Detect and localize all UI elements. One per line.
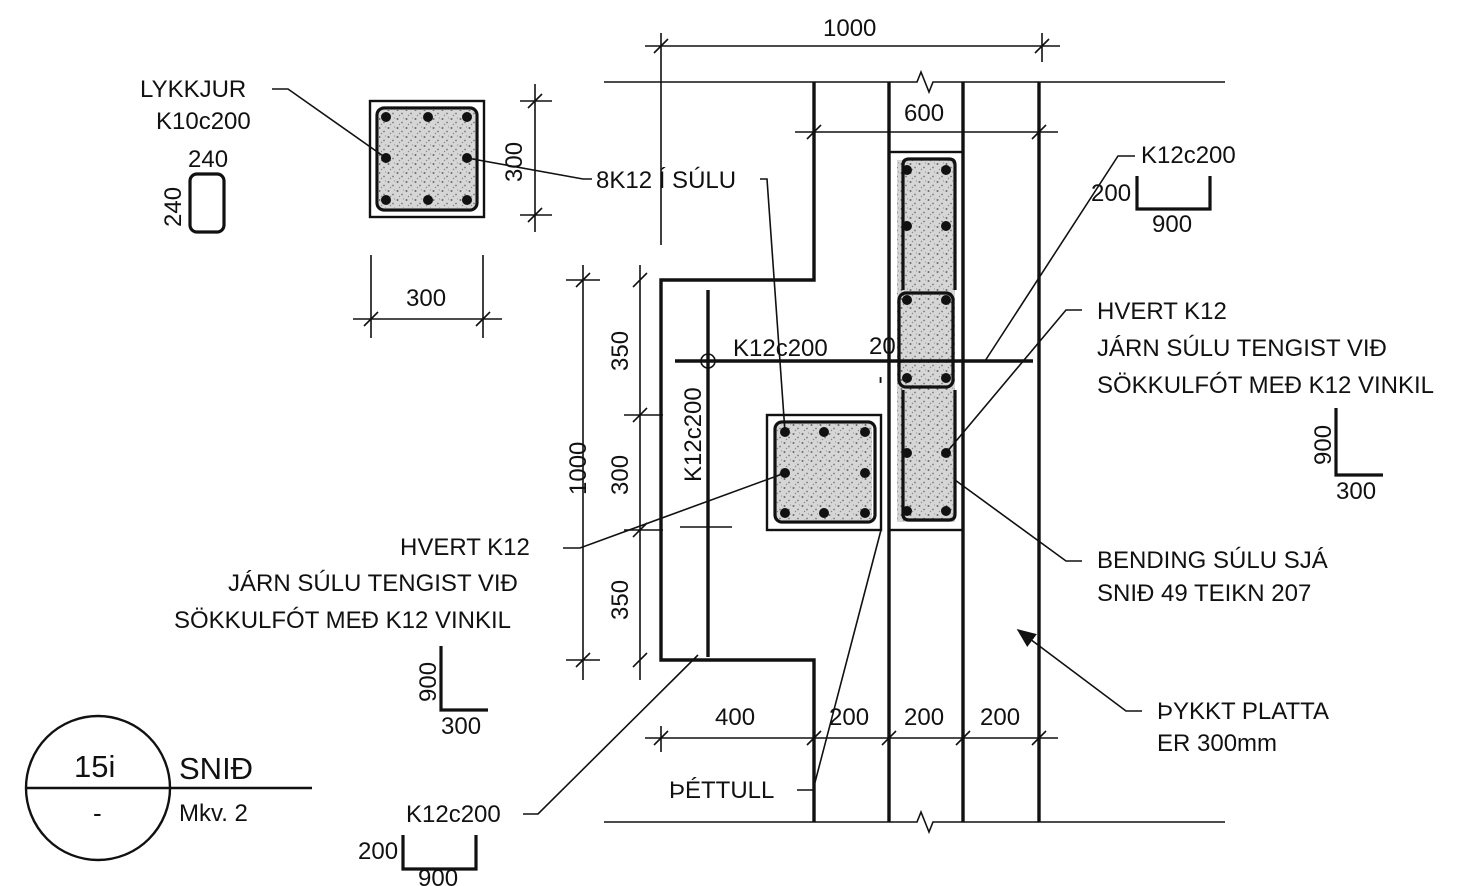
- title-block: 15i - SNIÐ Mkv. 2: [24, 714, 312, 862]
- left-angle-h: 300: [441, 713, 481, 740]
- right-note-1: HVERT K12: [1097, 298, 1227, 325]
- column-height-text: 300: [501, 142, 528, 182]
- dim-wall-width-text: 600: [904, 100, 944, 127]
- slab-leader: [1016, 629, 1142, 712]
- dim-350-top-text: 350: [607, 331, 634, 371]
- bending-note-1: BENDING SÚLU SJÁ: [1097, 547, 1328, 574]
- column-cross-section: LYKKJUR K10c200 240 240 300 300 8K12 Í S…: [140, 76, 736, 338]
- bottom-bar-label: K12c200: [406, 801, 501, 828]
- bending-leader: [954, 479, 1082, 562]
- dim-200-a-text: 200: [829, 704, 869, 731]
- left-angle-shape: [439, 646, 488, 712]
- stirrup-shape-width: 240: [188, 146, 228, 173]
- title-subnumber: -: [93, 798, 102, 828]
- footing-outline: [659, 82, 816, 822]
- dim-bottom-chain: [645, 726, 1058, 752]
- slab-note-1: ÞYKKT PLATTA: [1157, 698, 1329, 725]
- dim-total-width: [645, 33, 1060, 245]
- stirrups-label-1: LYKKJUR: [140, 76, 246, 103]
- left-note-1: HVERT K12: [400, 534, 530, 561]
- waterstop-leader: [797, 529, 882, 791]
- left-note-2: JÁRN SÚLU TENGIST VIÐ: [228, 570, 518, 597]
- right-bar-length: 900: [1152, 211, 1192, 238]
- bars-leader-2: [760, 178, 786, 433]
- main-section: 1000 600: [565, 15, 1225, 835]
- dim-400-text: 400: [715, 704, 755, 731]
- right-bar-leg: 200: [1091, 180, 1131, 207]
- right-note-leader: [945, 309, 1082, 454]
- left-note-leader: [563, 472, 786, 549]
- left-notes: HVERT K12 JÁRN SÚLU TENGIST VIÐ SÖKKULFÓ…: [174, 472, 786, 886]
- bars-label: 8K12 Í SÚLU: [596, 167, 736, 194]
- column-height-dim: [520, 84, 552, 232]
- title-number: 15i: [74, 749, 115, 784]
- wall-column-outline: [887, 150, 965, 532]
- right-note-2: JÁRN SÚLU TENGIST VIÐ: [1097, 335, 1387, 362]
- stirrup-shape-height: 240: [160, 187, 187, 227]
- column-rebar-dots: [381, 112, 472, 205]
- footing-column-stirrup: [773, 420, 877, 524]
- bars-leader: [466, 157, 592, 180]
- wall-column-stirrup-3: [901, 390, 957, 522]
- left-angle-v: 900: [415, 662, 442, 702]
- left-note-3: SÖKKULFÓT MEÐ K12 VINKIL: [174, 607, 511, 634]
- footing-column-rebar-dots: [780, 427, 870, 518]
- footing-column-outline: [765, 413, 883, 532]
- column-width-text: 300: [406, 285, 446, 312]
- lower-break-line: [604, 809, 1225, 835]
- right-bar-leader: [984, 155, 1135, 362]
- stirrup-shape: [188, 172, 226, 234]
- vertical-rebar-label: K12c200: [680, 387, 707, 482]
- bottom-bar-leader: [523, 654, 699, 815]
- column-width-dim: [353, 255, 502, 338]
- dim-wall-width: [795, 124, 1058, 140]
- title-scale: Mkv. 2: [179, 800, 248, 827]
- bending-note-2: SNIÐ 49 TEIKN 207: [1097, 580, 1311, 607]
- right-bar-label: K12c200: [1141, 142, 1236, 169]
- bottom-bar-shape: [401, 835, 478, 871]
- small-dim-text: 20: [869, 333, 896, 360]
- right-angle-h: 300: [1336, 478, 1376, 505]
- column-outline: [368, 99, 486, 219]
- footing-column-concrete: [776, 424, 872, 520]
- dim-height-chain: [624, 265, 663, 680]
- small-dash-text: -: [866, 376, 893, 384]
- bottom-bar-length: 900: [418, 865, 458, 886]
- dim-300-text: 300: [607, 455, 634, 495]
- right-angle-shape: [1334, 408, 1383, 477]
- column-concrete: [379, 110, 475, 208]
- dim-350-bottom-text: 350: [607, 580, 634, 620]
- right-angle-v: 900: [1310, 425, 1337, 465]
- dim-total-width-text: 1000: [823, 15, 876, 42]
- slab-note-2: ER 300mm: [1157, 730, 1277, 757]
- dim-200-b-text: 200: [904, 704, 944, 731]
- right-notes: K12c200 200 900 HVERT K12 JÁRN SÚLU TENG…: [945, 142, 1434, 757]
- dim-height-total: [566, 265, 600, 680]
- wall-column-stirrup-1: [901, 157, 957, 290]
- stirrups-leader: [272, 88, 387, 159]
- upper-break-line: [604, 69, 1225, 95]
- title-text: SNIÐ: [179, 751, 253, 786]
- wall-column-stirrup-2: [897, 291, 955, 389]
- dim-200-c-text: 200: [980, 704, 1020, 731]
- bottom-bar-leg: 200: [358, 838, 398, 865]
- stirrups-label-2: K10c200: [156, 108, 251, 135]
- dim-height-total-text: 1000: [565, 442, 592, 495]
- right-bar-shape: [1135, 176, 1212, 211]
- waterstop-label: ÞÉTTULL: [669, 777, 774, 804]
- wall-column-concrete: [897, 160, 955, 522]
- right-note-3: SÖKKULFÓT MEÐ K12 VINKIL: [1097, 372, 1434, 399]
